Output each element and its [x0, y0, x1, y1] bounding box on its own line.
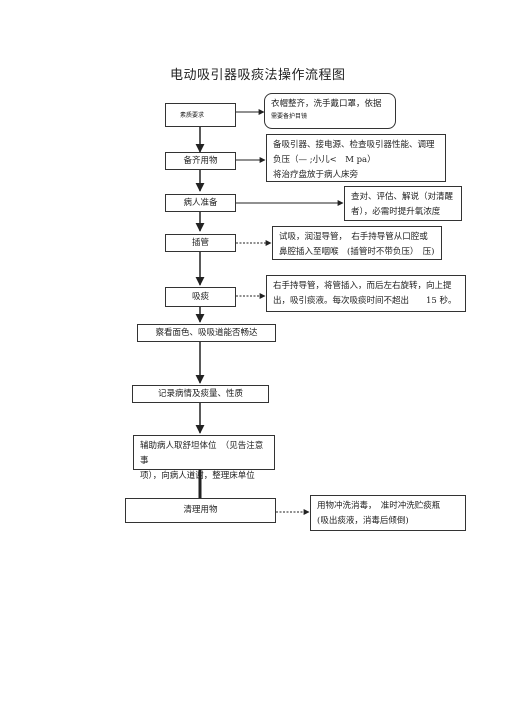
step-prepare-supplies: 备齐用物 [165, 152, 236, 170]
note-line: 衣帽整齐，洗手戴口罩，依据 [271, 99, 382, 109]
note-line: 将治疗盘放于病人床旁 [273, 170, 359, 180]
step-requirements: 素质要求 [165, 103, 236, 127]
step-record: 记录病情及痰量、性质 [132, 385, 269, 403]
page-title: 电动吸引器吸痰法操作流程图 [170, 68, 346, 83]
note-line: 鼻腔插入至咽喉 (插管时不带负压） 压) [279, 247, 435, 257]
note-patient-prep: 查对、评估、解说（对清醒 者），必需时提升氧浓度 [344, 186, 462, 221]
step-label: 插管 [191, 237, 209, 248]
note-line: 者），必需时提升氧浓度 [351, 207, 441, 217]
step-line: 辅助病人取舒坦体位 （见告注意事 [140, 441, 264, 466]
step-line: 项），向病人道谢，整理床单位 [140, 471, 255, 481]
note-line: 需要备护目镜 [271, 113, 308, 120]
note-prepare-supplies: 备吸引器、接电源、检查吸引器性能、调理 负压（— ;小儿< M pa） 将治疗盘… [266, 134, 446, 182]
step-label: 记录病情及痰量、性质 [157, 388, 243, 399]
step-label: 病人准备 [183, 197, 218, 208]
step-label: 素质要求 [180, 111, 205, 119]
step-label: 备齐用物 [183, 155, 218, 166]
note-cleanup: 用物冲洗消毒， 准时冲洗贮痰瓶 (吸出痰液，消毒后倾倒) [310, 495, 466, 531]
step-position-patient: 辅助病人取舒坦体位 （见告注意事 项），向病人道谢，整理床单位 [133, 435, 275, 481]
step-suction: 吸痰 [165, 287, 236, 307]
step-observe: 察看面色、吸吸道能否畅达 [137, 324, 276, 342]
step-cleanup: 清理用物 [125, 498, 276, 523]
note-line: 用物冲洗消毒， 准时冲洗贮痰瓶 [317, 501, 441, 511]
step-label: 清理用物 [183, 505, 218, 515]
note-line: 查对、评估、解说（对清醒 [351, 192, 454, 202]
step-patient-prep: 病人准备 [165, 194, 236, 212]
note-line: 负压（— ;小儿< M pa） [273, 155, 376, 165]
step-label: 吸痰 [191, 291, 209, 302]
step-insert-tube: 插管 [165, 234, 236, 252]
note-insert-tube: 试吸，润湿导管， 右手持导管从口腔或 鼻腔插入至咽喉 (插管时不带负压） 压) [272, 226, 442, 260]
note-line: (吸出痰液，消毒后倾倒) [317, 516, 409, 526]
note-line: 备吸引器、接电源、检查吸引器性能、调理 [273, 140, 435, 150]
note-suction: 右手持导管，将管插入，而后左右旋转，向上提 出，吸引痰液。每次吸痰时间不超出 1… [266, 275, 466, 312]
note-line: 右手持导管，将管插入，而后左右旋转，向上提 [273, 281, 452, 291]
note-line: 出，吸引痰液。每次吸痰时间不超出 15 秒。 [273, 296, 457, 306]
note-requirements: 衣帽整齐，洗手戴口罩，依据 需要备护目镜 [264, 93, 396, 129]
step-label: 察看面色、吸吸道能否畅达 [155, 327, 258, 338]
note-line: 试吸，润湿导管， 右手持导管从口腔或 [279, 232, 428, 242]
